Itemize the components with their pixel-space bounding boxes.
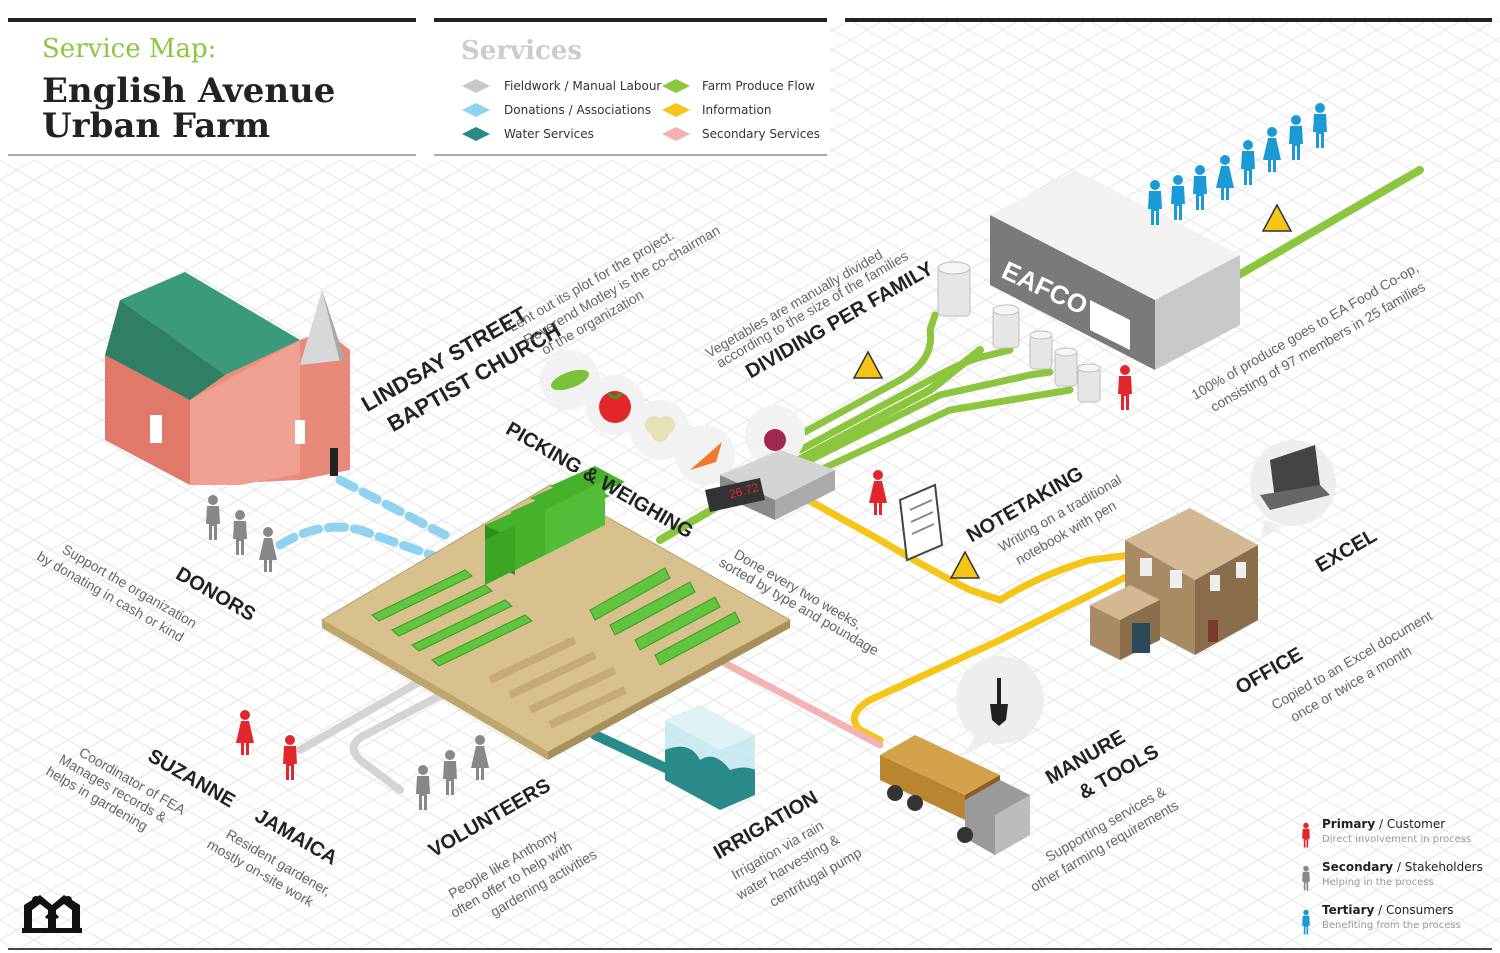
- map-title-line2: Urban Farm: [42, 106, 271, 146]
- key-tertiary-strong: Tertiary: [1322, 903, 1375, 917]
- produce-flow-eafco: [1226, 166, 1424, 284]
- key-secondary-sub: Helping in the process: [1322, 877, 1434, 888]
- vegetable-icons: [540, 350, 805, 485]
- swatch-fieldwork: [462, 79, 490, 93]
- map-subtitle: Service Map:: [42, 34, 217, 64]
- services-heading: Services: [461, 36, 583, 66]
- produce-flow-1: [786, 311, 939, 444]
- produce-flow-2: [796, 346, 1014, 454]
- church-building: [105, 272, 350, 485]
- footer-rule: [8, 948, 1492, 950]
- warning-icon-1: [852, 350, 884, 379]
- warning-icon-2: [1261, 203, 1293, 232]
- fieldwork-flow-2: [349, 676, 474, 794]
- flow-lines: [275, 166, 1424, 794]
- legend-donations: Donations / Associations: [504, 103, 652, 117]
- swatch-donations: [462, 103, 490, 117]
- farm-ground-front: [548, 620, 790, 760]
- swatch-water: [462, 127, 490, 141]
- swatch-produce: [662, 79, 690, 93]
- legend-water: Water Services: [504, 127, 594, 141]
- swatch-information: [662, 103, 690, 117]
- key-secondary-rest: / Stakeholders: [1393, 860, 1483, 874]
- truck: [880, 735, 1030, 855]
- farm-logo: [22, 895, 82, 933]
- key-primary-rest: / Customer: [1375, 817, 1446, 831]
- office-building: [1090, 508, 1258, 660]
- map-title-line1: English Avenue: [42, 71, 336, 111]
- warning-icon-3: [949, 550, 981, 579]
- key-primary: Primary / Customer: [1322, 817, 1445, 831]
- irrigation-tank: [665, 705, 755, 810]
- legend-swatches: [462, 79, 690, 141]
- iso-grid-top: [830, 20, 1500, 165]
- donation-flow-2: [335, 475, 450, 540]
- swatch-secondary: [662, 127, 690, 141]
- storage-bins: [937, 261, 1101, 403]
- produce-flow-4: [816, 386, 1074, 474]
- water-flow: [590, 730, 675, 775]
- legend-produce: Farm Produce Flow: [702, 79, 815, 93]
- donation-flow-1: [275, 522, 450, 565]
- key-tertiary-sub: Benefiting from the process: [1322, 920, 1461, 931]
- header-bar-left: [8, 18, 416, 22]
- legend-information: Information: [702, 103, 772, 117]
- crop-rows-left: [371, 569, 533, 667]
- legend-secondary: Secondary Services: [702, 127, 820, 141]
- shovel-bubble: [956, 656, 1044, 755]
- farm-plot: [321, 466, 792, 760]
- info-flow-2: [850, 571, 1134, 744]
- info-flow-1: [786, 486, 1134, 604]
- key-primary-strong: Primary: [1322, 817, 1376, 831]
- produce-flow-3: [806, 368, 1054, 464]
- notebook-icon: [898, 483, 944, 562]
- fieldwork-flow-1: [296, 666, 444, 754]
- warning-icons: [852, 203, 1293, 579]
- legend-fieldwork: Fieldwork / Manual Labour: [504, 79, 662, 93]
- key-secondary-strong: Secondary: [1322, 860, 1394, 874]
- weighing-scale: [705, 450, 835, 520]
- laptop-bubble: [1250, 440, 1336, 540]
- crop-rows-right: [589, 567, 741, 666]
- key-tertiary-rest: / Consumers: [1374, 903, 1454, 917]
- eafco-building: [990, 170, 1240, 370]
- farm-ground-side: [322, 620, 548, 760]
- key-secondary: Secondary / Stakeholders: [1322, 860, 1483, 874]
- secondary-flow: [696, 646, 884, 749]
- key-primary-sub: Direct involvement in process: [1322, 834, 1472, 845]
- header-bar-mid: [434, 18, 827, 22]
- key-tertiary: Tertiary / Consumers: [1322, 903, 1453, 917]
- soil-beds: [488, 636, 627, 729]
- header-bar-right: [845, 18, 1492, 22]
